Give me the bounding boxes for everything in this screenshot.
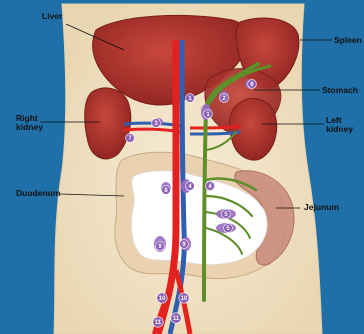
duodenum-label: Duodenum — [16, 189, 60, 198]
liver-label: Liver — [42, 12, 62, 21]
right-kidney-label-line2: kidney — [16, 123, 43, 132]
duodenum-leader — [60, 194, 124, 196]
stomach-label: Stomach — [322, 86, 358, 95]
liver-leader — [66, 24, 124, 50]
jejunum-label: Jejunum — [304, 203, 339, 212]
right-kidney-label: Right kidney — [16, 114, 43, 132]
spleen-label: Spleen — [334, 36, 362, 45]
left-kidney-label-line2: kidney — [326, 125, 353, 134]
left-kidney-label: Left kidney — [326, 116, 353, 134]
